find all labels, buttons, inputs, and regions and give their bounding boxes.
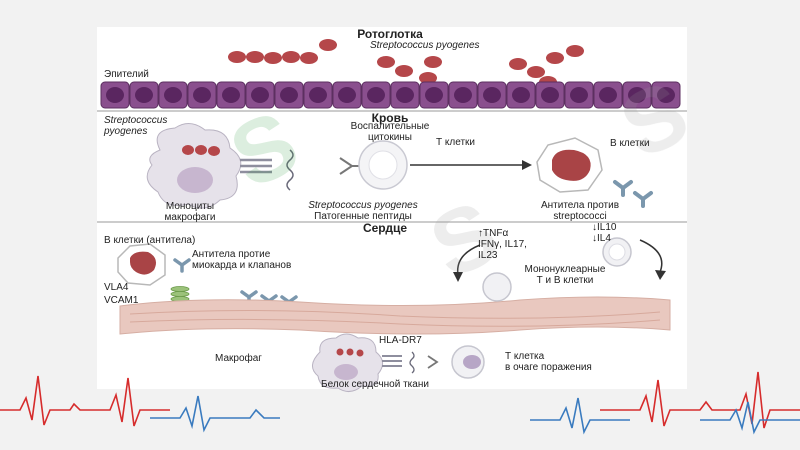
epithelium-nucleus (454, 87, 472, 103)
heart-tissue-band (119, 296, 671, 335)
label-t-cells: Т клетки (436, 137, 475, 148)
epithelium-nucleus (280, 87, 298, 103)
epithelium-nucleus (106, 87, 124, 103)
receptor-bars-heart (382, 355, 402, 367)
label-heart-protein: Белок сердечной ткани (321, 379, 429, 390)
epithelium-nucleus (512, 87, 530, 103)
epithelium-nucleus (309, 87, 327, 103)
epithelium-nucleus (222, 87, 240, 103)
label-strep-top: Streptococcus pyogenes (370, 40, 480, 51)
epithelium-nucleus (541, 87, 559, 103)
label-peptides-2: Патогенные пептиды (314, 211, 412, 222)
b-cell (536, 137, 603, 193)
epithelium-layer (100, 81, 681, 109)
label-cytokines-1: Воспалительные (350, 121, 430, 132)
label-ifn: IFNγ, IL17, (478, 239, 527, 250)
section-title-heart: Сердце (362, 221, 408, 235)
peptide-squiggle-heart (409, 351, 415, 374)
epithelium-nucleus (599, 87, 617, 103)
label-antibodies-2: streptococci (553, 211, 607, 222)
label-macrophage: Макрофаг (215, 353, 262, 364)
label-antibodies-1: Антитела против (540, 200, 620, 211)
epithelium-nucleus (570, 87, 588, 103)
bacteria-cluster-top (228, 39, 584, 88)
label-il23: IL23 (478, 250, 498, 261)
section-title-blood: Кровь (371, 111, 409, 125)
epithelium-nucleus (657, 87, 675, 103)
label-anti-myocard-2: миокарда и клапанов (192, 260, 292, 271)
label-peptides-1: Streptococcus pyogenes (308, 200, 418, 211)
monocyte-macrophage-cell (146, 123, 242, 209)
label-b-cells: В клетки (610, 138, 650, 149)
antibodies-blood (613, 180, 653, 208)
label-cytokines-2: цитокины (367, 132, 412, 143)
b-cell-antibodies (117, 243, 166, 286)
label-t-cell-lesion-2: в очаге поражения (505, 362, 592, 373)
label-t-cell-lesion-1: Т клетка (505, 351, 545, 362)
svg-text:S: S (606, 62, 703, 178)
ecg-line-right (530, 371, 800, 435)
curved-arrow-right (639, 239, 663, 273)
label-vcam1: VCAM1 (104, 295, 139, 306)
label-hla: HLA-DR7 (379, 335, 422, 346)
epithelium-nucleus (628, 87, 646, 103)
section-title-pharynx: Ротоглотка (357, 27, 423, 41)
curved-arrow-left (456, 244, 481, 276)
label-anti-myocard-1: Антитела протие (192, 249, 271, 260)
label-mononuclear-1: Мононуклеарные (524, 264, 606, 275)
label-strep-left-2: pyogenes (104, 126, 148, 137)
receptor-bars (240, 158, 272, 174)
epithelium-nucleus (164, 87, 182, 103)
label-mononuclear-2: Т и В клетки (536, 275, 594, 286)
label-monocytes-2: макрофаги (164, 212, 216, 223)
epithelium-nucleus (338, 87, 356, 103)
t-cell-lesion (451, 345, 485, 379)
label-epithelium: Эпителий (104, 69, 149, 80)
epithelium-nucleus (483, 87, 501, 103)
label-monocytes-1: Моноциты (165, 201, 215, 212)
mononuclear-cell-left (482, 272, 512, 302)
label-strep-left-1: Streptococcus (104, 115, 168, 126)
epithelium-nucleus (367, 87, 385, 103)
epithelium-nucleus (425, 87, 443, 103)
label-tnf: ↑TNFα (478, 228, 509, 239)
label-il4: ↓IL4 (592, 233, 611, 244)
epithelium-nucleus (396, 87, 414, 103)
epithelium-nucleus (251, 87, 269, 103)
label-il10: ↓IL10 (592, 222, 617, 233)
t-cell-receptor (339, 157, 354, 175)
epithelium-nucleus (193, 87, 211, 103)
label-b-cells-antibodies: В клетки (антитела) (104, 235, 196, 246)
epithelium-nucleus (135, 87, 153, 103)
peptide-squiggle (286, 149, 294, 191)
macrophage-cell-heart (312, 333, 383, 392)
ecg-line-left (0, 375, 280, 433)
label-vla4: VLA4 (104, 282, 129, 293)
